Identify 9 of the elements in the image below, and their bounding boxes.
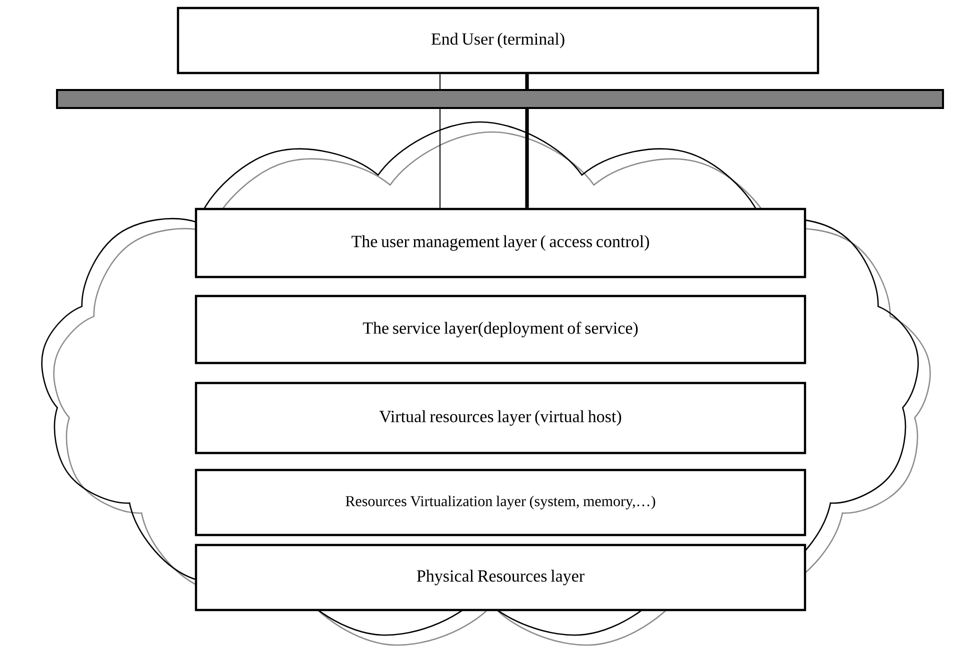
connector-line xyxy=(525,74,529,89)
layer-box: The service layer(deployment of service) xyxy=(194,294,806,364)
connector-line xyxy=(525,109,529,208)
layer-box: Physical Resources layer xyxy=(194,544,806,612)
terminal-box: End User (terminal) xyxy=(176,6,820,74)
layer-box: Virtual resources layer (virtual host) xyxy=(194,382,806,454)
layer-box: The user management layer ( access control) xyxy=(194,208,806,278)
network-bar xyxy=(56,89,944,109)
layer-box: Resources Virtualization layer (system, memory,…) xyxy=(194,468,806,536)
